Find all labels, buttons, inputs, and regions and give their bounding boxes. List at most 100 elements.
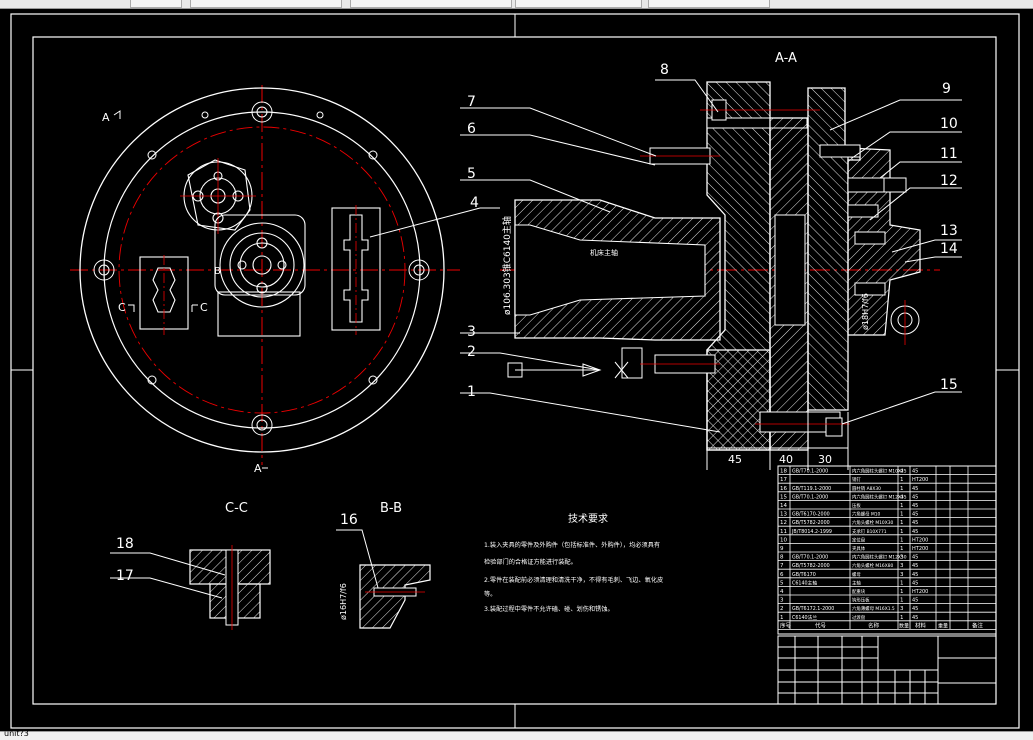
bom-cell-code: GB/T6172.1-2000 [792, 606, 834, 612]
section-aa-title: A-A [775, 51, 797, 66]
bom-header-qty: 数量 [899, 622, 909, 629]
balloon: 14 [940, 241, 958, 257]
bom-cell-no: 14 [780, 503, 787, 509]
balloon: 17 [116, 568, 134, 584]
bom-cell-material: 45 [912, 486, 918, 492]
bom-cell-no: 10 [780, 537, 787, 543]
bom-cell-material: 45 [912, 469, 918, 475]
bom-cell-code: GB/T119.1-2000 [792, 486, 831, 492]
bom-cell-qty: 4 [900, 469, 904, 475]
balloon: 4 [470, 195, 479, 211]
bom-cell-no: 17 [780, 477, 787, 483]
bom-cell-material: 45 [912, 512, 918, 518]
bom-cell-name: 内六角圆柱头螺钉 M12X50 [852, 554, 907, 561]
bom-cell-no: 16 [780, 486, 787, 492]
bom-cell-no: 6 [780, 572, 784, 578]
bom-cell-no: 8 [780, 555, 784, 561]
bom-cell-name: 内六角圆柱头螺钉 M12X35 [852, 493, 907, 500]
bom-header-code: 代号 [815, 621, 827, 629]
bom-cell-name: 配重块 [852, 588, 866, 595]
section-cc-view: C-C [189, 501, 271, 630]
bom-cell-code: GB/T70.1-2000 [792, 494, 828, 500]
cad-drawing-canvas[interactable]: A A C C B A-A [0, 8, 1033, 731]
balloon: 9 [942, 81, 951, 97]
balloon: 8 [660, 62, 669, 78]
right-dimension: ø18H7/f6 [861, 293, 870, 330]
balloon: 16 [340, 512, 358, 528]
bom-cell-qty: 1 [900, 598, 904, 604]
bom-cell-qty: 1 [900, 546, 904, 552]
bom-cell-no: 18 [780, 469, 787, 475]
bom-cell-name: 螺母 [852, 571, 861, 578]
bom-cell-material: 45 [912, 520, 918, 526]
bom-cell-no: 7 [780, 563, 784, 569]
cut-label-a-top: A [102, 111, 110, 124]
bb-dimension: ø16H7/f6 [339, 583, 348, 620]
bom-cell-code: GB/T70.1-2000 [792, 555, 828, 561]
section-bb-view: B-B ø16H7/f6 [339, 501, 431, 629]
bom-header-material: 材料 [915, 621, 927, 629]
bom-cell-name: 夹具体 [852, 545, 866, 552]
bom-cell-qty: 3 [900, 563, 904, 569]
bom-cell-qty: 3 [900, 555, 904, 561]
toolbar-tab[interactable] [648, 0, 770, 8]
bom-cell-qty: 1 [900, 520, 904, 526]
toolbar-tab[interactable] [515, 0, 642, 8]
balloon: 15 [940, 377, 958, 393]
balloon: 18 [116, 536, 134, 552]
section-cc-title: C-C [225, 501, 248, 516]
bom-header-weight: 重量 [938, 622, 948, 629]
bom-cell-code: GB/T70.1-2000 [792, 469, 828, 475]
dim-30: 30 [818, 453, 832, 466]
bom-cell-no: 5 [780, 580, 784, 586]
bom-cell-no: 15 [780, 494, 787, 500]
bom-cell-qty: 1 [900, 503, 904, 509]
window-toolbar [0, 0, 1033, 9]
title-block [777, 635, 997, 705]
bom-cell-qty: 1 [900, 486, 904, 492]
cut-label-c-right: C [200, 301, 208, 314]
spindle-note: 机床主轴 [590, 248, 618, 257]
bom-cell-code: C6140法兰 [792, 614, 817, 621]
section-aa-view: A-A [500, 51, 940, 470]
bom-cell-code: C6140主轴 [792, 579, 817, 586]
bom-cell-name: 支承钉 B10X771 [852, 528, 887, 535]
bom-cell-no: 13 [780, 512, 787, 518]
cut-label-b: B [214, 266, 221, 277]
bom-cell-name: 定位盘 [852, 536, 866, 543]
bom-cell-name: 六角头螺栓 M16X80 [852, 562, 894, 569]
toolbar-tab[interactable] [190, 0, 342, 8]
bom-cell-qty: 1 [900, 477, 904, 483]
balloon: 1 [467, 384, 476, 400]
bom-cell-no: 9 [780, 546, 784, 552]
bom-cell-material: 45 [912, 572, 918, 578]
bom-cell-code: GB/T6170-2000 [792, 512, 830, 518]
bom-cell-name: 压板 [852, 502, 861, 509]
bom-cell-qty: 1 [900, 512, 904, 518]
bom-cell-qty: 1 [900, 589, 904, 595]
dim-45: 45 [728, 453, 742, 466]
toolbar-tab[interactable] [130, 0, 182, 8]
bom-cell-name: 六角螺母 M10 [852, 511, 881, 518]
bom-cell-qty: 1 [900, 537, 904, 543]
bom-cell-material: 45 [912, 598, 918, 604]
bom-cell-name: 六角薄螺母 M16X1.5 [852, 605, 895, 612]
bom-cell-name: 过渡盘 [852, 614, 866, 621]
leader-lines [110, 79, 962, 599]
toolbar-tab[interactable] [350, 0, 512, 8]
bom-cell-no: 2 [780, 606, 784, 612]
bom-cell-material: 45 [912, 529, 918, 535]
bom-cell-code: GB/T5782-2000 [792, 563, 830, 569]
front-view: A A C C B [70, 85, 500, 475]
bom-cell-name: 主轴 [852, 579, 861, 586]
bom-cell-material: 45 [912, 615, 918, 621]
bom-cell-material: 45 [912, 563, 918, 569]
bom-cell-name: 六角头螺栓 M10X30 [852, 519, 894, 526]
balloon: 3 [467, 324, 476, 340]
bom-header-note: 备注 [972, 621, 984, 629]
balloon: 11 [940, 146, 958, 162]
bom-cell-material: 45 [912, 555, 918, 561]
bom-header-name: 名称 [868, 621, 880, 629]
cut-label-a-bottom: A [254, 462, 262, 475]
balloon: 5 [467, 166, 476, 182]
